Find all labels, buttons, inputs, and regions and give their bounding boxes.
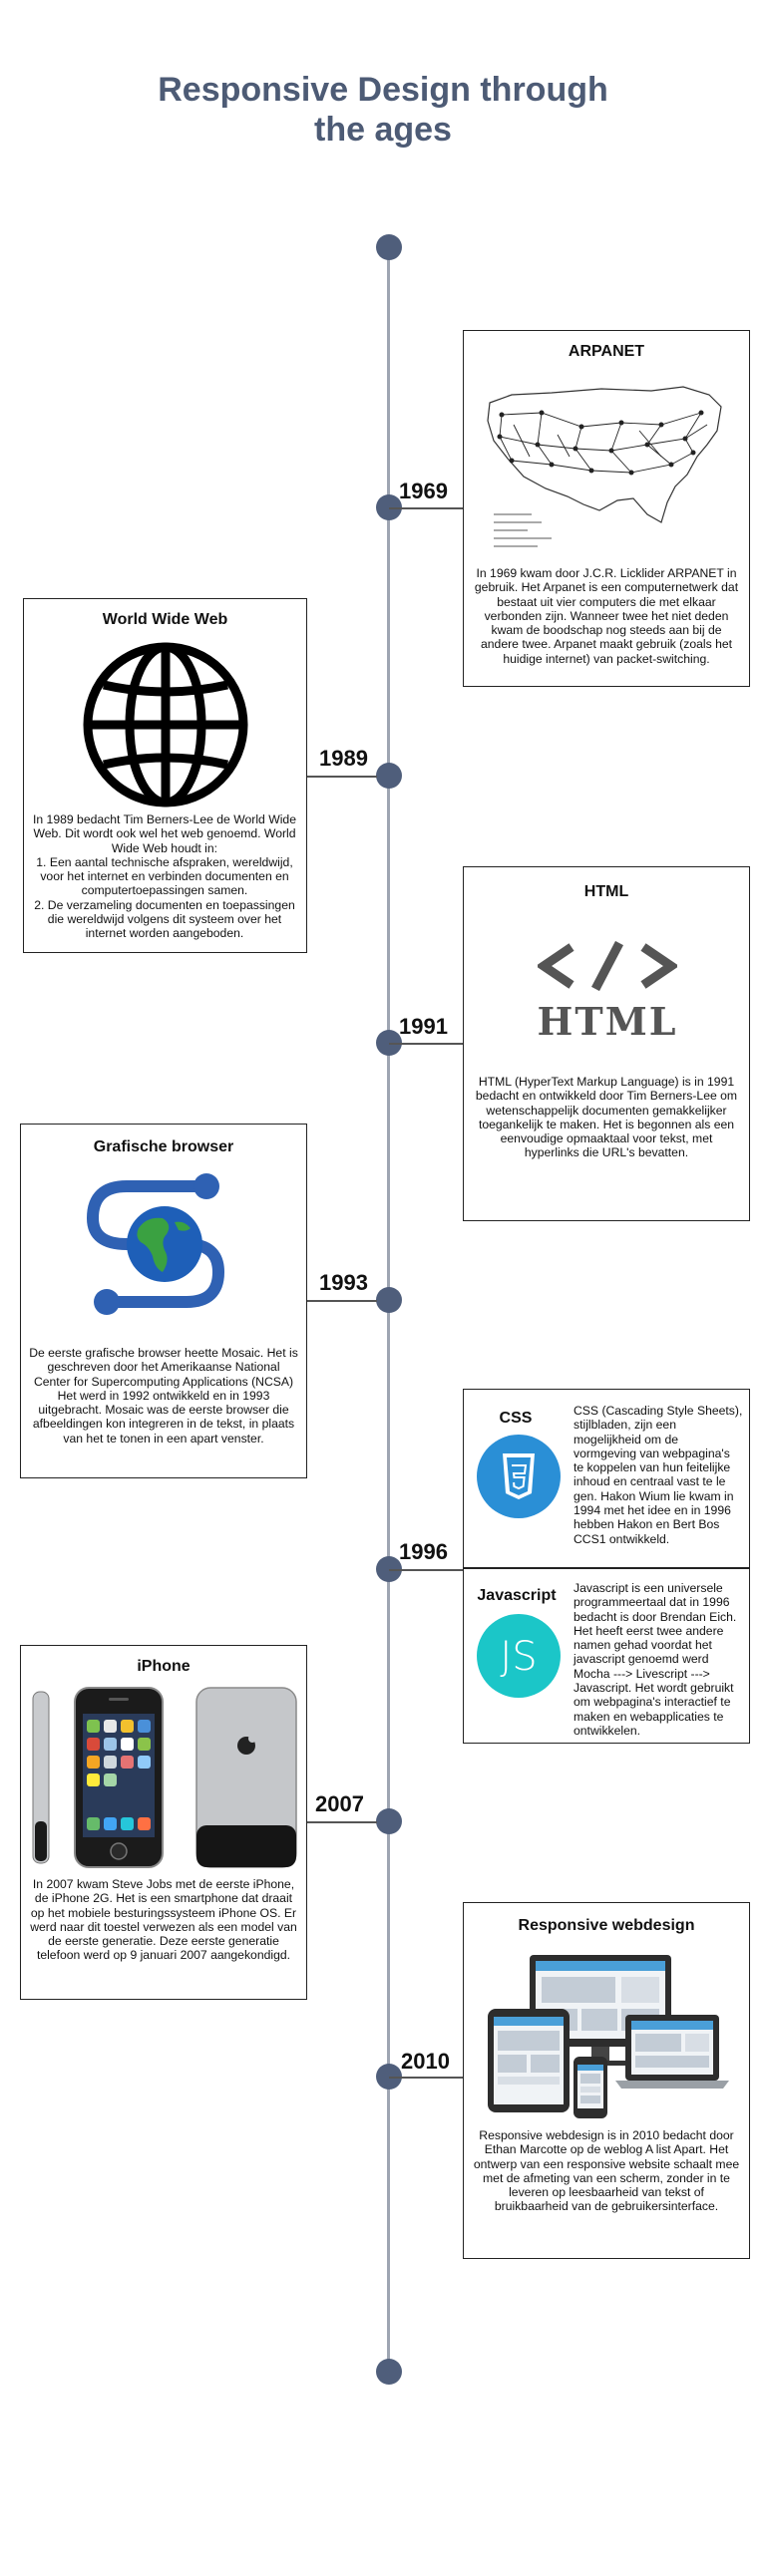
html-logo-text: HTML [537, 999, 678, 1044]
connector-1969 [389, 507, 463, 509]
card-world-wide-web: World Wide Web In 1989 bedacht Tim Berne… [23, 598, 307, 953]
card-grafische-browser: Grafische browser De eerste grafische br… [20, 1124, 307, 1478]
connector-2007 [307, 1821, 377, 1823]
card-text-iphone: In 2007 kwam Steve Jobs met de eerste iP… [30, 1877, 297, 1963]
js-icon: JS [477, 1614, 561, 1698]
card-javascript: Javascript JS Javascript is een universe… [463, 1568, 750, 1744]
year-label-1989: 1989 [319, 746, 368, 771]
page-title: Responsive Design through the ages [158, 71, 608, 149]
arpanet-map-image [487, 386, 722, 547]
card-iphone: iPhone In 2007 kwam Steve Jobs met de ee… [20, 1645, 307, 2000]
year-label-2010: 2010 [401, 2049, 450, 2074]
connector-1996 [389, 1569, 463, 1571]
timeline-dot-end [376, 2359, 402, 2385]
year-label-1996: 1996 [399, 1539, 448, 1564]
card-responsive-webdesign: Responsive webdesign Responsive webdesig… [463, 1902, 750, 2259]
card-css: CSS CSS (Cascading Style Sheets), stijlb… [463, 1389, 750, 1568]
mosaic-logo [86, 1173, 225, 1315]
card-title-world-wide-web: World Wide Web [102, 611, 228, 628]
connector-2010 [389, 2077, 463, 2079]
svg-text:JS: JS [500, 1634, 537, 1680]
card-text-html: HTML (HyperText Markup Language) is in 1… [475, 1075, 738, 1160]
year-label-1991: 1991 [399, 1014, 448, 1039]
card-title-html: HTML [583, 883, 629, 900]
connector-1991 [389, 1043, 463, 1045]
card-text-grafische-browser: De eerste grafische browser heette Mosai… [29, 1346, 298, 1446]
card-text-css: CSS (Cascading Style Sheets), stijlblade… [574, 1404, 743, 1546]
iphone-photo [32, 1687, 297, 1868]
css3-icon [477, 1435, 561, 1518]
html-code-icon [538, 941, 677, 991]
timeline-dot-2007 [376, 1808, 402, 1834]
responsive-devices-image [488, 1955, 729, 2118]
card-title-arpanet: ARPANET [568, 343, 645, 360]
globe-icon [83, 642, 248, 807]
connector-1989 [307, 776, 377, 778]
year-label-1969: 1969 [399, 479, 448, 503]
card-text-world-wide-web: In 1989 bedacht Tim Berners-Lee de World… [33, 812, 296, 941]
card-text-responsive-webdesign: Responsive webdesign is in 2010 bedacht … [473, 2128, 740, 2214]
timeline-dot-1989 [376, 763, 402, 789]
card-arpanet: ARPANET In 1969 kwam door J.C.R. Licklid… [463, 330, 750, 687]
card-title-iphone: iPhone [137, 1658, 191, 1675]
card-title-grafische-browser: Grafische browser [93, 1138, 234, 1155]
card-text-arpanet: In 1969 kwam door J.C.R. Licklider ARPAN… [474, 566, 739, 666]
card-title-responsive-webdesign: Responsive webdesign [518, 1917, 695, 1934]
card-title-css: CSS [499, 1410, 533, 1427]
card-html: HTML HTML HTML (HyperText Markup Languag… [463, 866, 750, 1221]
timeline-dot-1993 [376, 1287, 402, 1313]
year-label-2007: 2007 [315, 1791, 364, 1816]
year-label-1993: 1993 [319, 1270, 368, 1295]
connector-1993 [307, 1300, 377, 1302]
card-text-javascript: Javascript is een universele programmeer… [574, 1581, 737, 1738]
card-title-javascript: Javascript [477, 1587, 557, 1604]
timeline-dot-start [376, 234, 402, 260]
